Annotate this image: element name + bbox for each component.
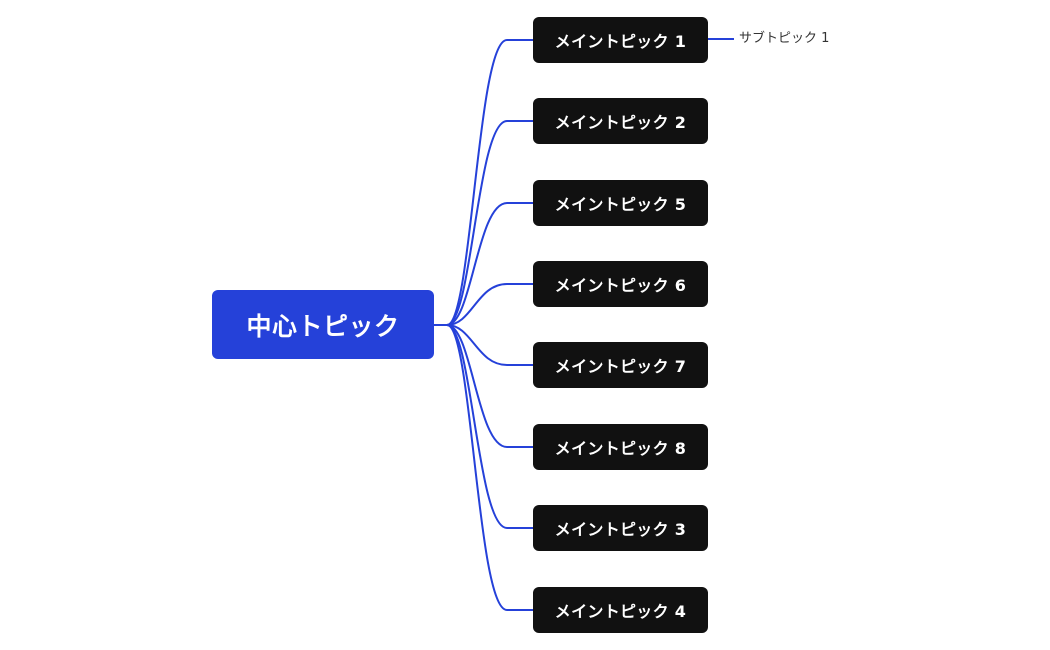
main-topic-label: メイントピック 4 bbox=[554, 602, 687, 621]
connector-curve bbox=[446, 324, 533, 611]
main-topic-4[interactable]: メイントピック 4 bbox=[533, 587, 708, 633]
main-topic-5[interactable]: メイントピック 5 bbox=[533, 180, 708, 226]
main-topic-1[interactable]: メイントピック 1 bbox=[533, 17, 708, 63]
main-topic-label: メイントピック 3 bbox=[554, 520, 687, 539]
main-topic-label: メイントピック 7 bbox=[554, 357, 687, 376]
sub-topic-label: サブトピック 1 bbox=[739, 31, 830, 46]
connector-curve bbox=[446, 283, 533, 326]
connector-curve bbox=[446, 120, 533, 326]
main-topic-2[interactable]: メイントピック 2 bbox=[533, 98, 708, 144]
main-topic-label: メイントピック 8 bbox=[554, 439, 687, 458]
connector-curve bbox=[446, 324, 533, 448]
connector-curve bbox=[446, 324, 533, 366]
connector-curve bbox=[446, 39, 533, 326]
central-topic-label: 中心トピック bbox=[246, 311, 400, 341]
main-topic-label: メイントピック 1 bbox=[554, 32, 687, 51]
central-topic[interactable]: 中心トピック bbox=[212, 290, 434, 359]
main-topic-6[interactable]: メイントピック 6 bbox=[533, 261, 708, 307]
main-topic-label: メイントピック 2 bbox=[554, 113, 687, 132]
sub-topic-1[interactable]: サブトピック 1 bbox=[739, 30, 829, 48]
connector-curve bbox=[446, 202, 533, 326]
main-topic-label: メイントピック 6 bbox=[554, 276, 687, 295]
connector-curve bbox=[446, 324, 533, 529]
main-topic-3[interactable]: メイントピック 3 bbox=[533, 505, 708, 551]
main-topic-label: メイントピック 5 bbox=[554, 195, 687, 214]
main-topic-7[interactable]: メイントピック 7 bbox=[533, 342, 708, 388]
main-topic-8[interactable]: メイントピック 8 bbox=[533, 424, 708, 470]
